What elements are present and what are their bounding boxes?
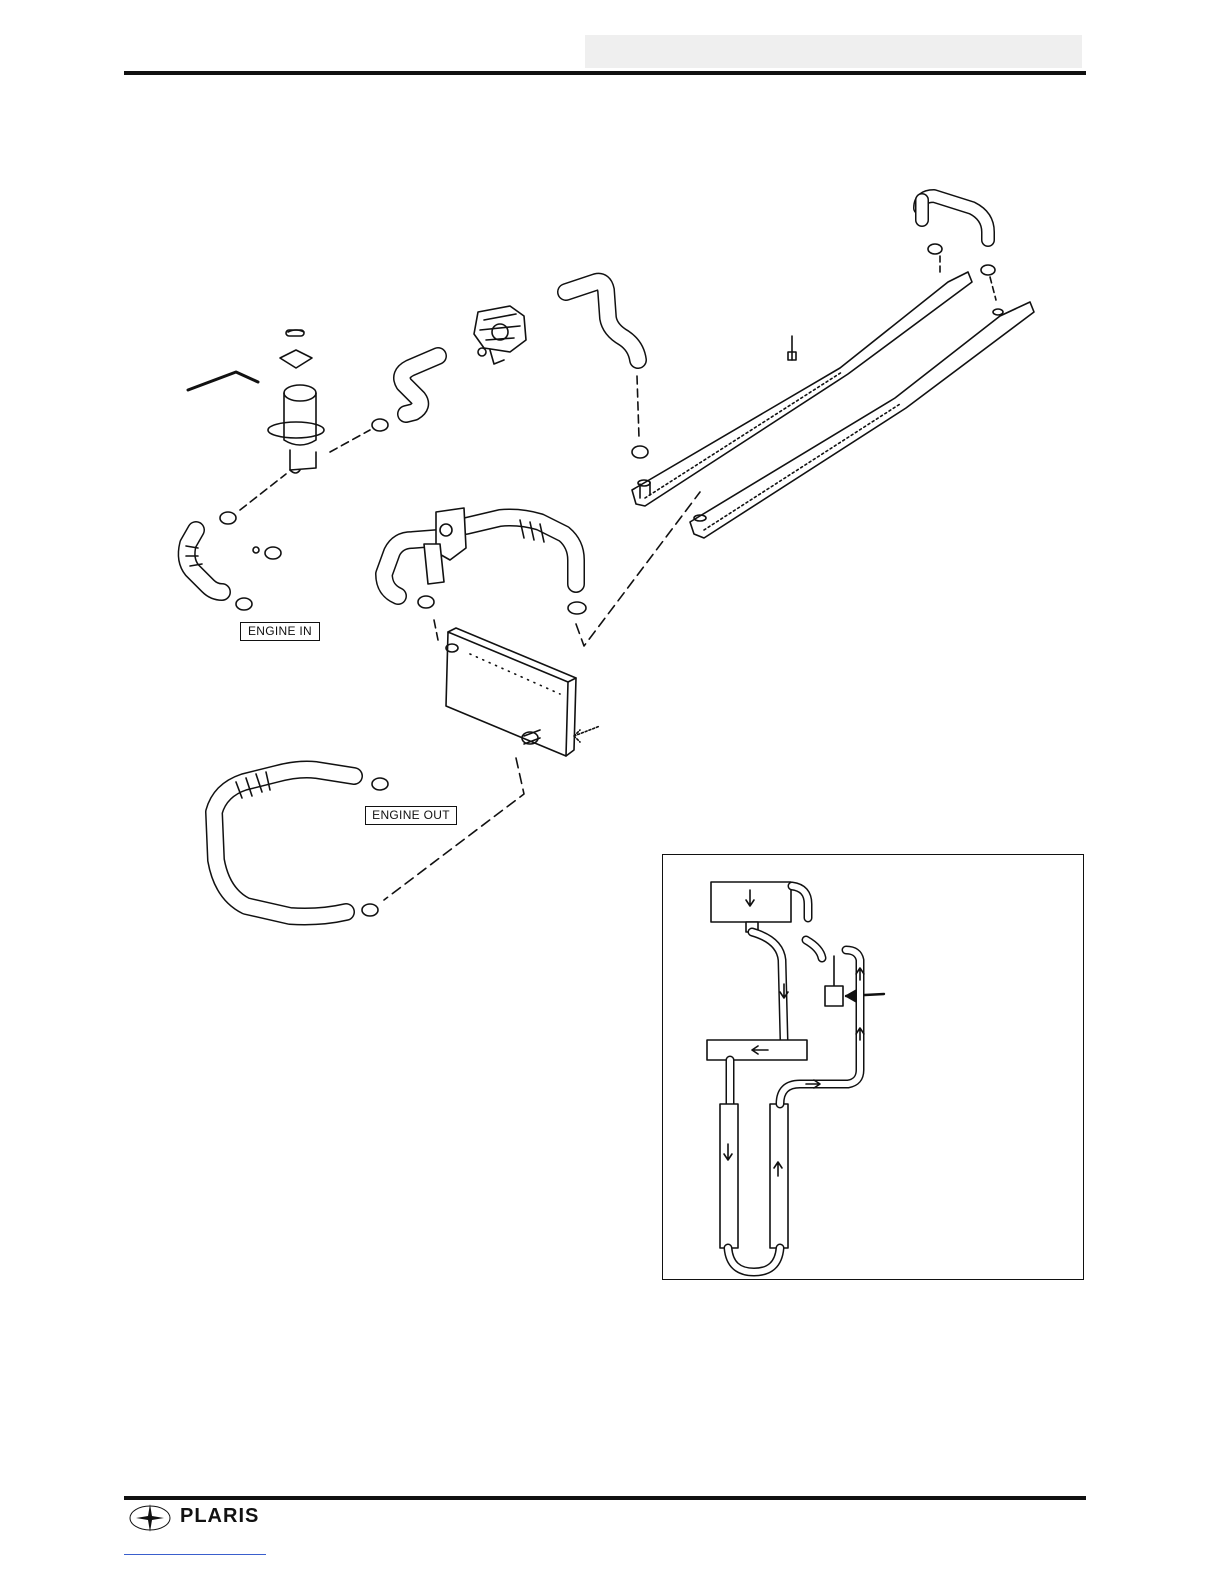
polaris-logo: PLARIS (128, 1500, 318, 1536)
heat-exchanger-panel (446, 628, 576, 756)
clamp-icon (220, 512, 236, 524)
clamp-icon (928, 244, 995, 275)
coolant-reservoir (268, 330, 324, 473)
clamp-icon (568, 602, 586, 614)
thermostat-housing (474, 306, 526, 364)
clamp-icon (372, 419, 388, 431)
clamp-icon (418, 596, 434, 608)
clamp-icon (372, 778, 388, 790)
polaris-star-icon (128, 1500, 176, 1536)
clamp-icon (236, 598, 252, 610)
hose-crossover-top-right (920, 196, 988, 240)
hose-engine-in (186, 530, 222, 592)
hose-s-middle (402, 356, 438, 414)
heat-exchanger-rail-upper (632, 272, 972, 506)
dipstick-rod (188, 372, 258, 390)
footer-link-underline[interactable] (124, 1554, 266, 1555)
engine-in-label: ENGINE IN (240, 622, 320, 641)
brand-wordmark: PLARIS (180, 1505, 259, 1528)
hose-engine-out (214, 770, 354, 917)
engine-out-label: ENGINE OUT (365, 806, 457, 825)
bolt-icon (788, 336, 796, 360)
bleeder-screw-icon (574, 726, 600, 742)
water-pump-hose-assembly (384, 508, 576, 596)
clamp-icon (632, 446, 648, 458)
flow-diagram-frame (662, 854, 1084, 1280)
heat-exchanger-rail-lower (690, 302, 1034, 538)
hose-s-upper (566, 282, 638, 360)
clamp-icon (362, 904, 378, 916)
